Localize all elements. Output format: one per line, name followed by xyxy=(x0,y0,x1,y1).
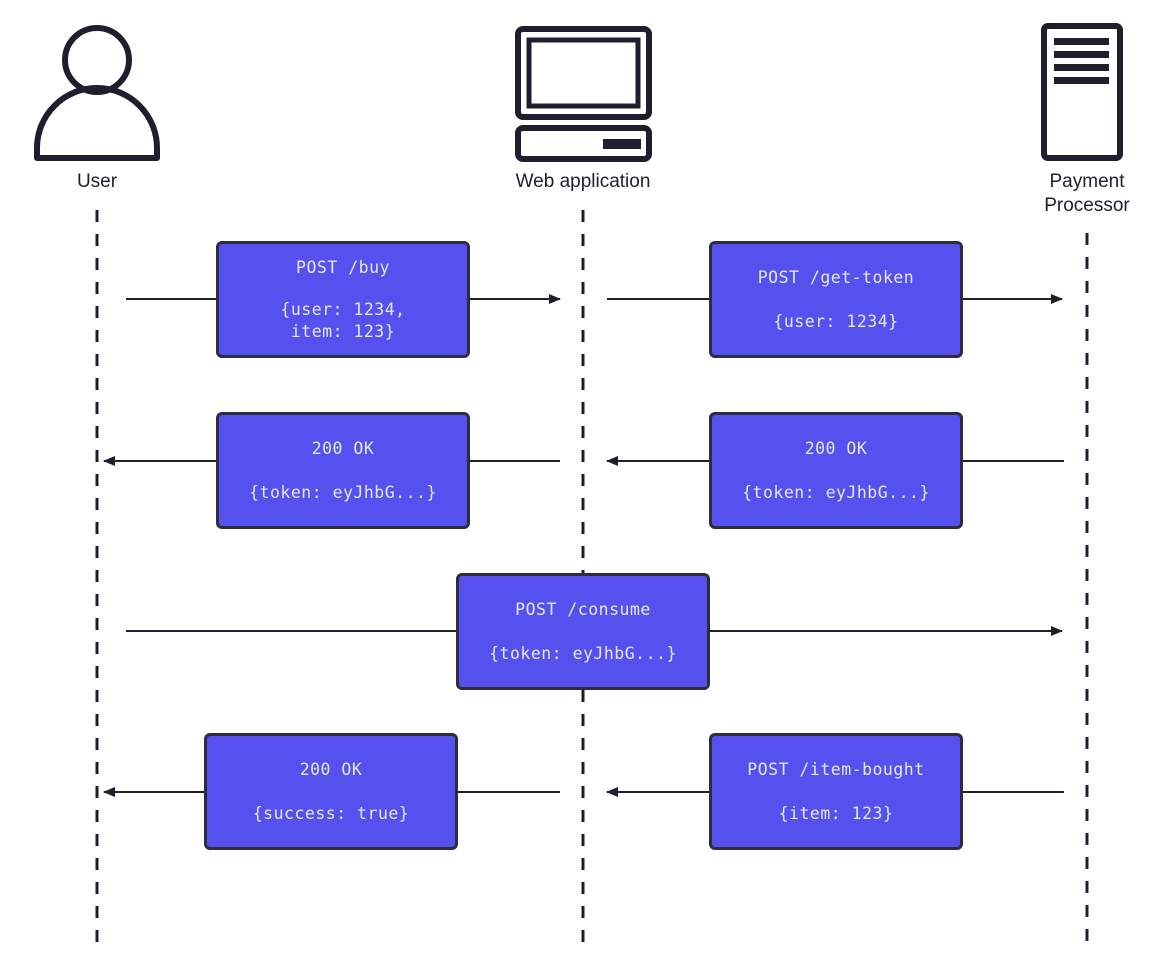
actor-label-web-application: Web application xyxy=(515,171,651,192)
message-200-ok-success: 200 OK {success: true} xyxy=(204,733,458,850)
message-title: 200 OK xyxy=(299,759,363,779)
server-icon xyxy=(1041,23,1123,161)
person-icon xyxy=(34,25,160,161)
message-title: POST /consume xyxy=(515,599,651,619)
message-body: {item: 123} xyxy=(778,803,894,823)
message-body: {user: 1234} xyxy=(773,311,899,331)
actor-label-user: User xyxy=(76,171,118,192)
message-post-get-token: POST /get-token {user: 1234} xyxy=(709,241,963,358)
message-title: POST /get-token xyxy=(757,267,915,287)
message-post-consume: POST /consume {token: eyJhbG...} xyxy=(456,573,710,690)
message-200-ok-token-to-web: 200 OK {token: eyJhbG...} xyxy=(709,412,963,529)
message-body: {token: eyJhbG...} xyxy=(742,482,930,502)
message-title: POST /item-bought xyxy=(747,759,925,779)
computer-icon xyxy=(515,26,652,162)
message-body: {token: eyJhbG...} xyxy=(489,643,677,663)
message-body: {success: true} xyxy=(252,803,410,823)
actor-label-payment-processor: Payment Processor xyxy=(1044,171,1130,216)
message-title: POST /buy xyxy=(296,257,390,277)
message-title: 200 OK xyxy=(804,438,868,458)
message-title: 200 OK xyxy=(311,438,375,458)
message-200-ok-token-to-user: 200 OK {token: eyJhbG...} xyxy=(216,412,470,529)
message-body: {user: 1234, item: 123} xyxy=(280,299,406,341)
message-post-item-bought: POST /item-bought {item: 123} xyxy=(709,733,963,850)
message-post-buy: POST /buy {user: 1234, item: 123} xyxy=(216,241,470,358)
message-body: {token: eyJhbG...} xyxy=(249,482,437,502)
